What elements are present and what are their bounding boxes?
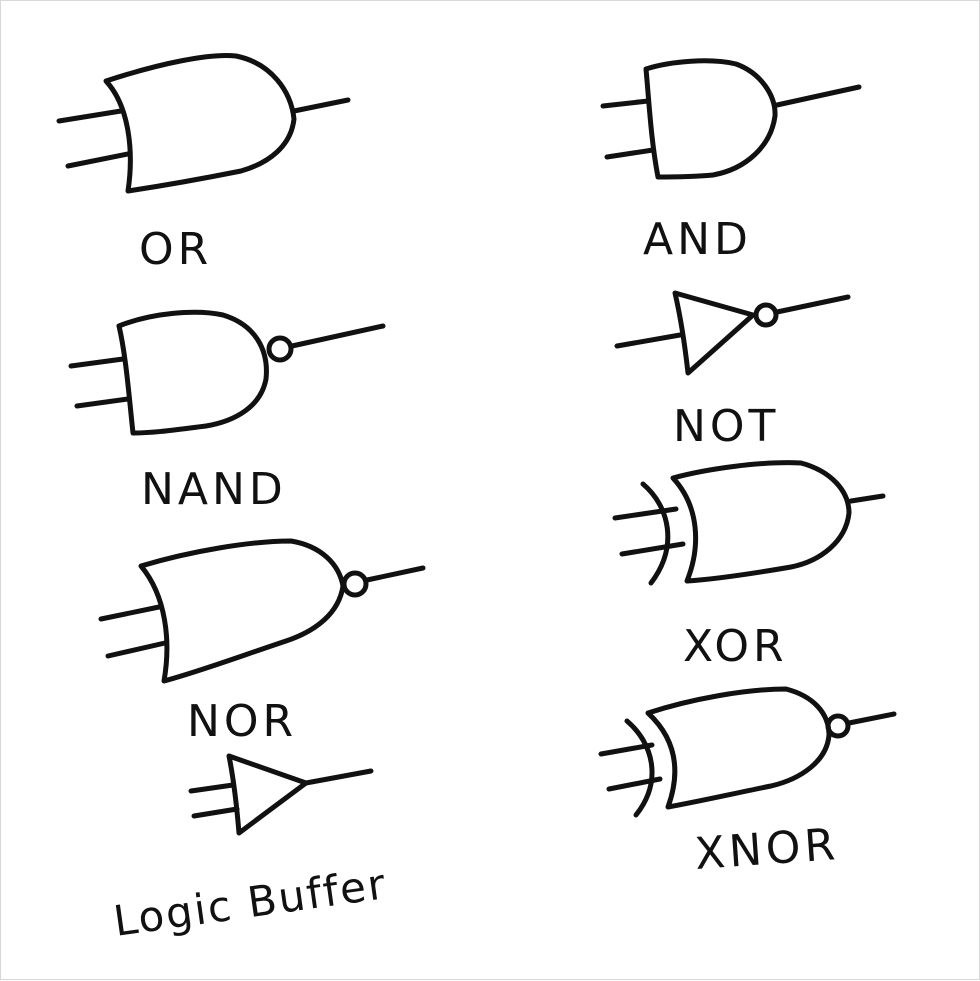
xnor-gate-input-2 — [606, 776, 663, 792]
or-gate-output — [291, 97, 351, 114]
nor-gate-input-2 — [105, 640, 168, 659]
nor-gate-label: NOR — [187, 696, 297, 747]
and-gate-label: AND — [643, 214, 752, 265]
buffer-gate-triangle — [226, 753, 309, 836]
xnor-gate-output — [846, 711, 897, 726]
and-gate-body — [643, 58, 778, 180]
xnor-gate-label: XNOR — [693, 819, 840, 880]
nand-gate-body — [116, 309, 269, 436]
xor-gate-extra-curve — [640, 481, 671, 586]
xor-gate — [612, 460, 886, 586]
or-gate-label: OR — [139, 224, 212, 275]
nand-gate-inversion-bubble — [266, 335, 294, 363]
buffer-gate-input-2 — [191, 806, 240, 819]
not-gate — [614, 290, 851, 376]
nor-gate-body — [138, 538, 346, 684]
xnor-gate-input-1 — [598, 742, 655, 757]
xnor-gate-extra-curve — [624, 718, 655, 818]
buffer-gate — [188, 753, 374, 836]
and-gate-output — [774, 84, 862, 108]
xor-gate-output — [848, 493, 886, 504]
not-gate-input — [614, 332, 683, 349]
buffer-gate-output — [303, 768, 374, 786]
xnor-gate-body — [645, 686, 832, 810]
not-gate-inversion-bubble — [753, 302, 779, 328]
or-gate-input-1 — [56, 108, 124, 124]
nand-gate-output — [289, 323, 386, 349]
or-gate-input-2 — [65, 151, 131, 169]
nor-gate — [98, 538, 426, 684]
xor-gate-label: XOR — [683, 621, 788, 672]
xnor-gate — [598, 686, 897, 818]
and-gate — [600, 58, 862, 180]
nand-gate-input-2 — [74, 396, 131, 409]
nor-gate-inversion-bubble — [341, 570, 369, 598]
not-gate-triangle — [672, 290, 756, 376]
and-gate-input-1 — [600, 98, 651, 109]
or-gate — [56, 53, 351, 194]
xor-gate-input-1 — [612, 506, 679, 521]
and-gate-input-2 — [604, 147, 656, 160]
nand-gate-input-1 — [68, 356, 126, 369]
not-gate-label: NOT — [673, 401, 779, 452]
buffer-gate-label: Logic Buffer — [111, 859, 390, 946]
xor-gate-body — [670, 460, 852, 584]
not-gate-output — [774, 294, 851, 315]
xor-gate-input-2 — [619, 541, 686, 557]
or-gate-body — [103, 53, 297, 194]
xnor-gate-inversion-bubble — [825, 713, 851, 739]
nand-gate — [68, 309, 386, 436]
nor-gate-input-1 — [98, 604, 162, 622]
nand-gate-label: NAND — [141, 464, 287, 515]
buffer-gate-input-1 — [188, 782, 236, 794]
nor-gate-output — [364, 565, 426, 583]
